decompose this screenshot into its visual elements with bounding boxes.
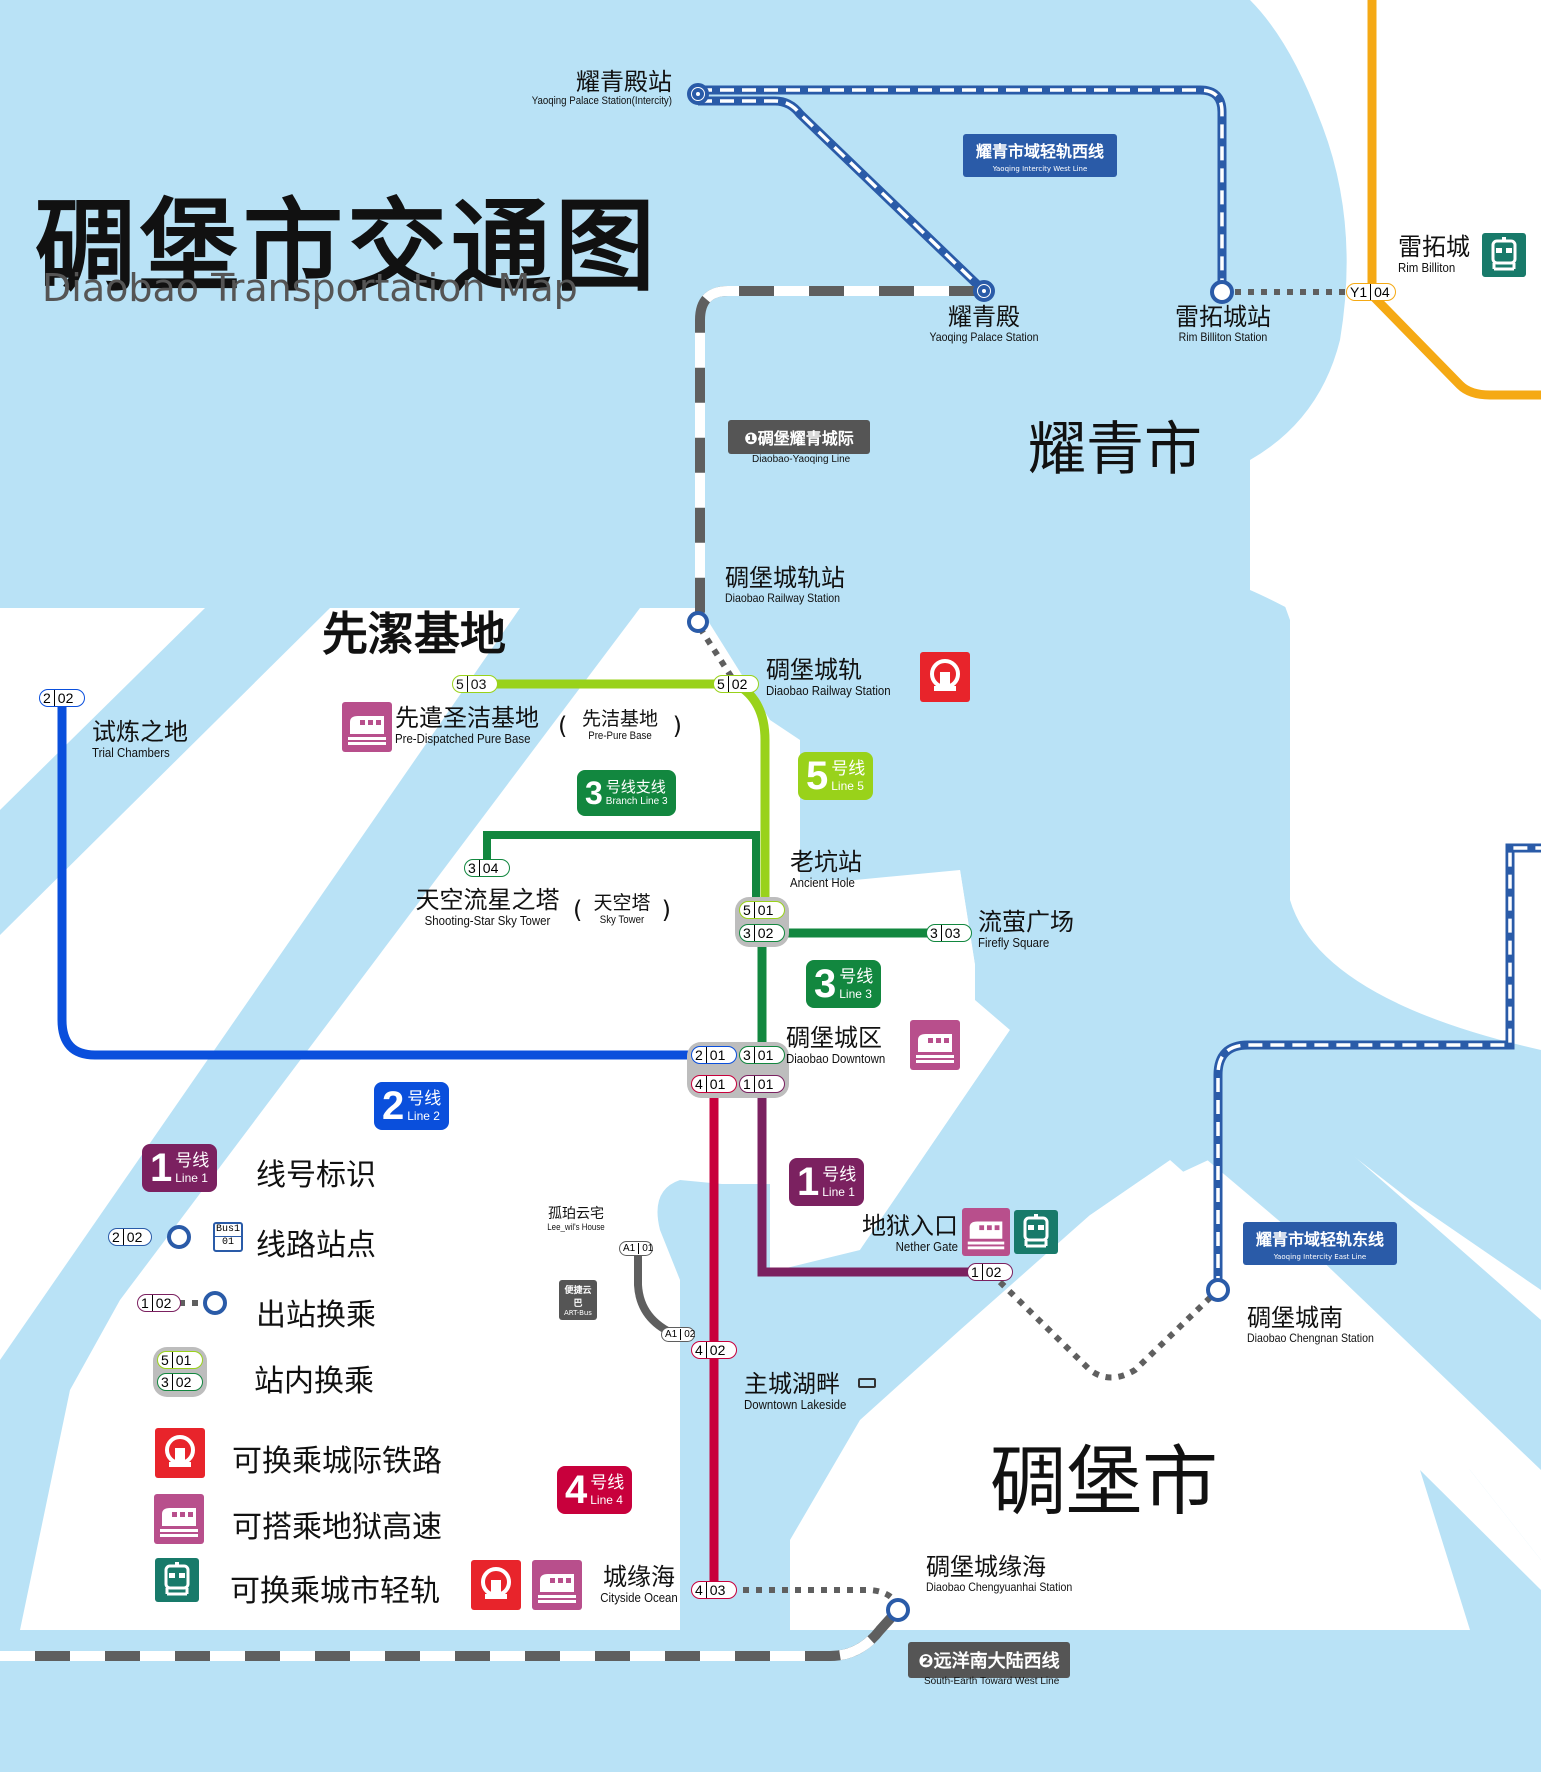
station-diaobao-railway-intercity [687,611,709,633]
region-diaobao-city: 碉堡市 [990,1437,1218,1526]
hell-express-train-icon [962,1208,1010,1256]
light-rail-icon [155,1558,199,1602]
south-earth-line [0,1606,902,1661]
hell-express-train-icon [154,1494,204,1544]
line-Y1 [1367,0,1541,400]
water-bands [0,608,1541,1630]
railway-icon [155,1428,205,1478]
diaobao-yaoqing-line [695,286,984,622]
legend-line-badge: 线号标识 [256,1158,376,1193]
legend-out-transfer: 出站换乘 [256,1298,376,1333]
railway-icon [920,652,970,702]
legend-hell-express: 可搭乘地狱高速 [232,1510,442,1545]
legend-circle-2 [203,1291,227,1315]
line-2 [57,698,714,1060]
yaoqing-east-line [1213,843,1541,1290]
line-3 [757,928,949,1055]
legend-line-station: 线路站点 [256,1228,376,1263]
hell-express-train-icon [532,1560,582,1610]
name-diaobao-yaoqing-line[interactable]: ❶碉堡耀青城际 [728,420,870,454]
legend-in-transfer: 站内换乘 [254,1364,374,1399]
station-circles [167,83,1234,1622]
bus-icon [858,1378,876,1388]
map-title: 碉堡市交通图 [35,188,659,305]
hell-express-train-icon [910,1020,960,1070]
station-rim-billiton [1210,280,1234,304]
station-chengyuanhai [886,1598,910,1622]
line-1 [757,1084,990,1277]
light-rail-icon [1014,1210,1058,1254]
map-subtitle: Diaobao Transportation Map [42,266,578,310]
name-south-earth-line-en: South-Earth Toward West Line [924,1676,1060,1687]
line-3-branch [483,831,760,910]
light-rail-icon [1482,233,1526,277]
yaoqing-west-line [698,85,1227,295]
name-south-earth-line[interactable]: ❷远洋南大陆西线 [908,1642,1070,1678]
region-xianjie-base: 先潔基地 [322,607,506,661]
legend-intercity-rail: 可换乘城际铁路 [232,1444,442,1479]
legend-city-light-rail: 可换乘城市轻轨 [230,1574,440,1609]
legend-circle [167,1225,191,1249]
hell-express-train-icon [342,702,392,752]
region-yaoqing-city: 耀青市 [1028,415,1203,483]
station-chengnan [1206,1278,1230,1302]
name-diaobao-yaoqing-line-en: Diaobao-Yaoqing Line [752,454,851,465]
railway-icon [471,1560,521,1610]
